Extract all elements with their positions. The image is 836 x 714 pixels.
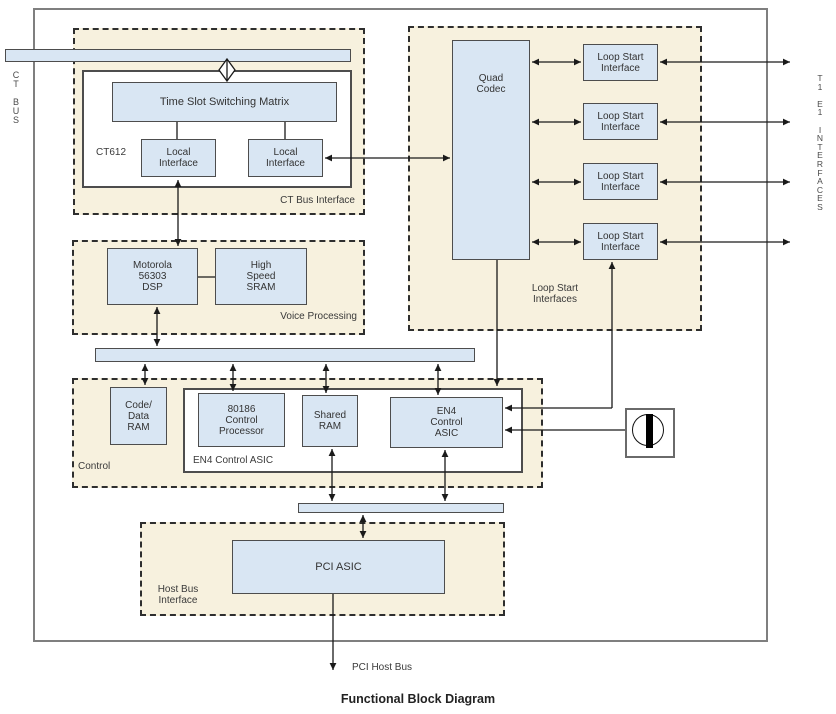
control-label: Control	[78, 461, 111, 472]
block-en4-control-asic: EN4 Control ASIC	[390, 397, 503, 448]
block-local-interface-1: Local Interface	[141, 139, 216, 177]
ct-bus-bar	[5, 49, 351, 62]
oscillator-crystal-bar	[646, 414, 653, 448]
voice-processing-label: Voice Processing	[280, 311, 357, 322]
oscillator-icon	[625, 408, 675, 458]
t1-e1-interfaces-vertical-label: T 1 E 1 I N T E R F A C E S	[816, 73, 824, 212]
block-time-slot-switching-matrix: Time Slot Switching Matrix	[112, 82, 337, 122]
ct-bus-interface-label: CT Bus Interface	[280, 195, 355, 206]
block-loop-start-interface-2: Loop Start Interface	[583, 103, 658, 140]
block-local-interface-2: Local Interface	[248, 139, 323, 177]
ct612-label: CT612	[96, 147, 127, 158]
block-80186-control-processor: 80186 Control Processor	[198, 393, 285, 447]
ct-bus-vertical-label: C T B U S	[12, 70, 20, 125]
en4-control-asic-group-label: EN4 Control ASIC	[193, 455, 274, 466]
host-bus-interface-label: Host Bus Interface	[157, 584, 199, 606]
block-loop-start-interface-4: Loop Start Interface	[583, 223, 658, 260]
block-dsp: Motorola 56303 DSP	[107, 248, 198, 305]
pci-host-bus-label: PCI Host Bus	[352, 662, 413, 673]
block-pci-asic: PCI ASIC	[232, 540, 445, 594]
diagram-title: Functional Block Diagram	[340, 692, 496, 706]
block-loop-start-interface-3: Loop Start Interface	[583, 163, 658, 200]
block-high-speed-sram: High Speed SRAM	[215, 248, 307, 305]
local-bus-bar	[95, 348, 475, 362]
loop-start-interfaces-label: Loop Start Interfaces	[531, 283, 579, 305]
block-shared-ram: Shared RAM	[302, 395, 358, 447]
block-quad-codec: Quad Codec	[452, 40, 530, 260]
block-loop-start-interface-1: Loop Start Interface	[583, 44, 658, 81]
host-bus-bar	[298, 503, 504, 513]
block-code-data-ram: Code/ Data RAM	[110, 387, 167, 445]
